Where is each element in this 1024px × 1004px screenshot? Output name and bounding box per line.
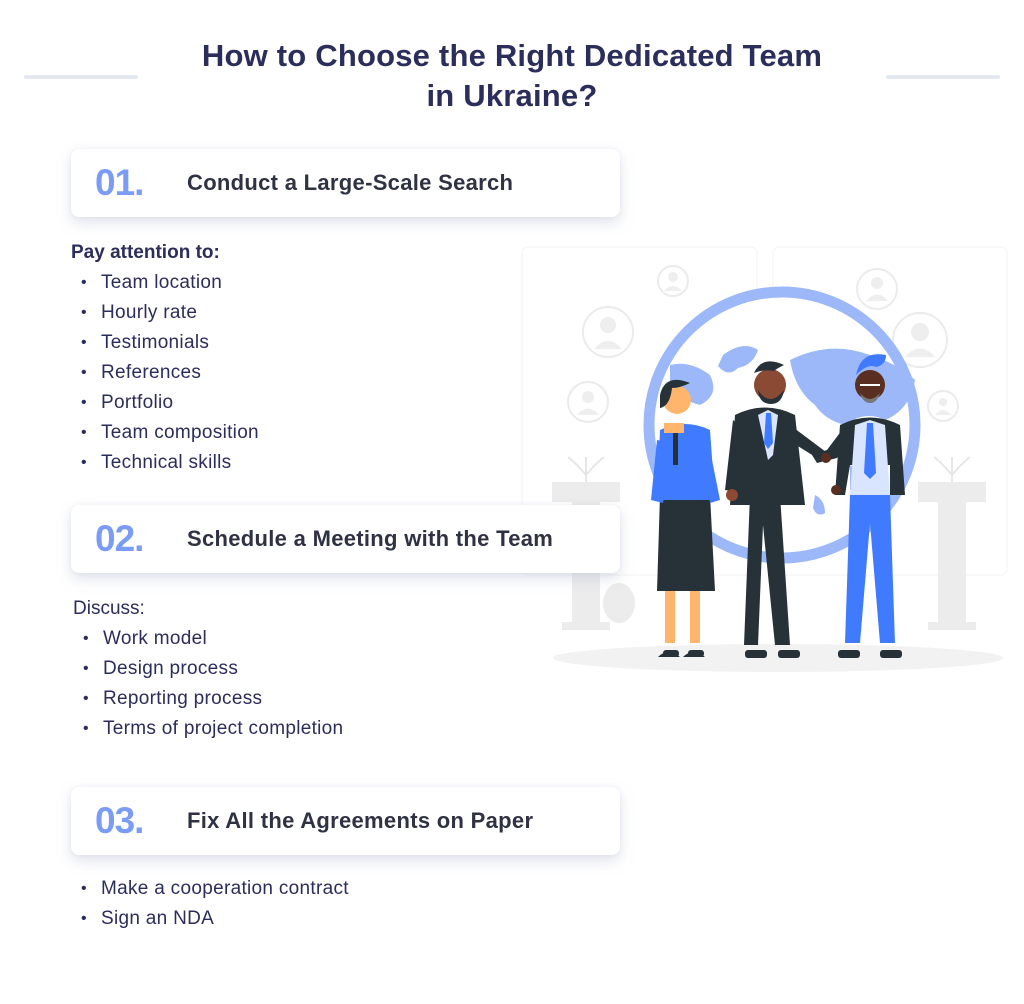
right-divider <box>886 75 1000 79</box>
left-divider <box>24 75 138 79</box>
list-item: •Testimonials <box>81 328 259 358</box>
list-item: •Hourly rate <box>81 298 259 328</box>
page-title: How to Choose the Right Dedicated Team i… <box>150 36 874 116</box>
list-item: •Sign an NDA <box>81 904 349 934</box>
step-1-number: 01. <box>95 162 144 203</box>
bullet-icon: • <box>81 424 87 441</box>
step-2-details: Discuss: •Work model •Design process •Re… <box>73 594 343 744</box>
list-item: •Make a cooperation contract <box>81 874 349 904</box>
list-item: •Technical skills <box>81 448 259 478</box>
bullet-icon: • <box>83 630 89 647</box>
list-item: •Team composition <box>81 418 259 448</box>
step-2-number: 02. <box>95 518 144 559</box>
step-1-heading: Conduct a Large-Scale Search <box>187 170 514 195</box>
list-item: •Team location <box>81 268 259 298</box>
step-3-card: 03. Fix All the Agreements on Paper <box>71 787 620 855</box>
step-2-heading: Schedule a Meeting with the Team <box>187 526 554 551</box>
step-2-intro: Discuss: <box>73 598 145 619</box>
bullet-icon: • <box>83 720 89 737</box>
step-1-details: Pay attention to: •Team location •Hourly… <box>71 238 259 478</box>
list-item: •Work model <box>83 624 343 654</box>
bullet-icon: • <box>83 660 89 677</box>
bullet-icon: • <box>81 274 87 291</box>
bullet-icon: • <box>81 454 87 471</box>
list-item: •Design process <box>83 654 343 684</box>
bullet-icon: • <box>81 304 87 321</box>
step-1-list: •Team location •Hourly rate •Testimonial… <box>71 268 259 478</box>
bullet-icon: • <box>81 910 87 927</box>
bullet-icon: • <box>83 690 89 707</box>
bullet-icon: • <box>81 334 87 351</box>
business-handshake-icon <box>521 246 1008 672</box>
list-item: •Terms of project completion <box>83 714 343 744</box>
step-3-details: •Make a cooperation contract •Sign an ND… <box>71 874 349 934</box>
title-line-1: How to Choose the Right Dedicated Team <box>201 38 823 73</box>
list-item: •Reporting process <box>83 684 343 714</box>
step-3-list: •Make a cooperation contract •Sign an ND… <box>71 874 349 934</box>
step-1-card: 01. Conduct a Large-Scale Search <box>71 149 620 217</box>
title-line-2: in Ukraine? <box>426 78 598 113</box>
bullet-icon: • <box>81 364 87 381</box>
step-2-card: 02. Schedule a Meeting with the Team <box>71 505 620 573</box>
step-3-heading: Fix All the Agreements on Paper <box>187 808 534 833</box>
step-2-list: •Work model •Design process •Reporting p… <box>73 624 343 744</box>
step-1-intro: Pay attention to: <box>71 242 220 263</box>
bullet-icon: • <box>81 394 87 411</box>
handshake-globe-illustration <box>520 245 1020 685</box>
list-item: •References <box>81 358 259 388</box>
list-item: •Portfolio <box>81 388 259 418</box>
bullet-icon: • <box>81 880 87 897</box>
step-3-number: 03. <box>95 800 144 841</box>
